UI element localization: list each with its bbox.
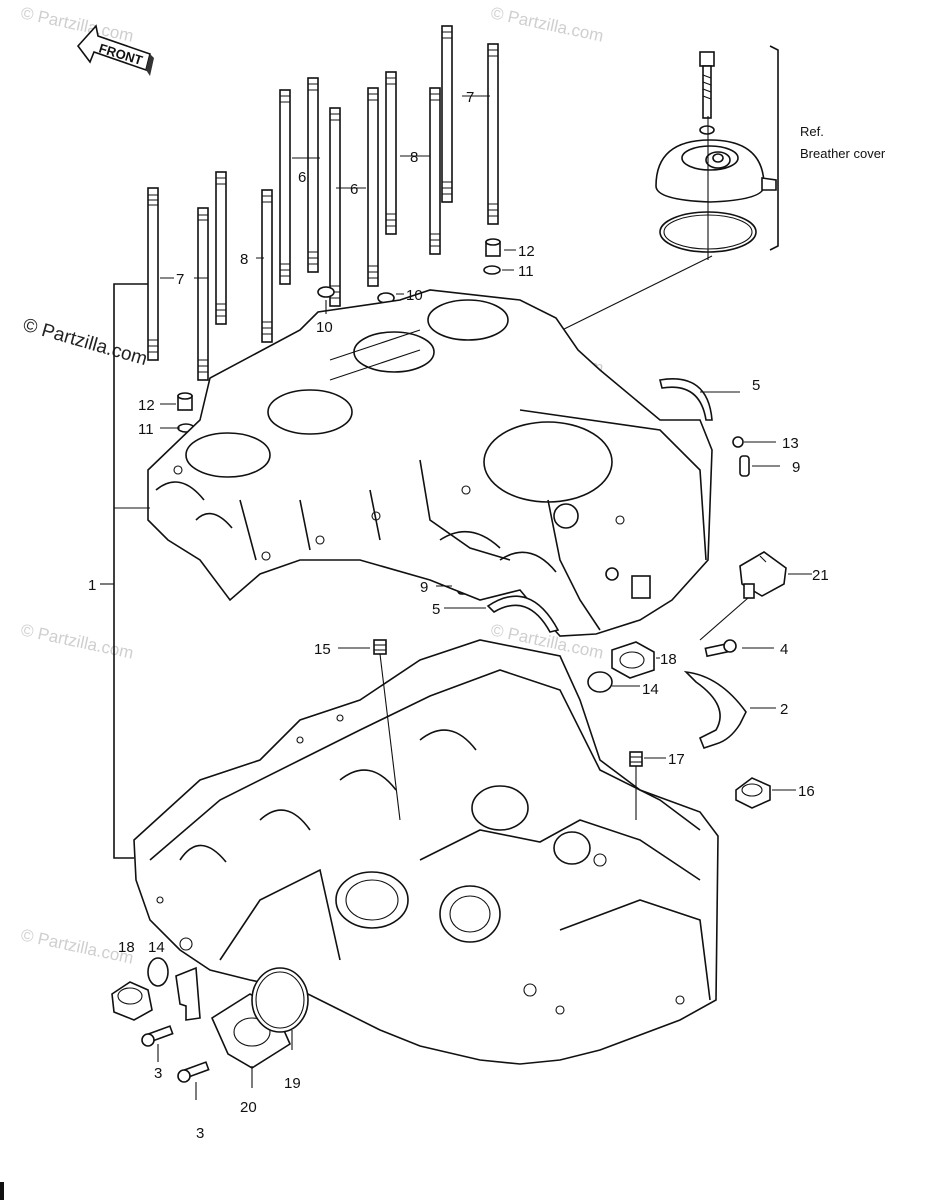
watermark: © Partzilla.com (19, 3, 135, 45)
callout-9: 9 (420, 579, 428, 596)
gasket-icon (251, 967, 309, 1033)
washer-icon (483, 265, 501, 275)
dowel-icon (177, 392, 193, 411)
oil-pressure-switch-icon (739, 551, 787, 599)
stud-icon (307, 77, 319, 273)
stud-icon (215, 171, 227, 325)
drain-plug-icon (111, 981, 153, 1021)
washer-icon (317, 286, 335, 298)
callout-16: 16 (798, 783, 815, 800)
stud-icon (329, 107, 341, 307)
stud-icon (261, 189, 273, 343)
drain-plug-icon (611, 641, 655, 679)
corner-mark (0, 1182, 4, 1200)
stud-icon (197, 207, 209, 381)
dowel-icon (485, 238, 501, 257)
callout-3: 3 (154, 1065, 162, 1082)
stud-icon (385, 71, 397, 235)
bearing-insert-icon (486, 595, 560, 633)
callout-8: 8 (410, 149, 418, 166)
callout-15: 15 (314, 641, 331, 658)
watermark-main: © Partzilla.com (21, 315, 150, 370)
bolt-icon (704, 639, 737, 658)
callout-21: 21 (812, 567, 829, 584)
dowel-pin-icon (739, 455, 750, 477)
stud-icon (147, 187, 159, 361)
stud-icon (429, 87, 441, 255)
callout-7: 7 (176, 271, 184, 288)
callout-13: 13 (782, 435, 799, 452)
callout-4: 4 (780, 641, 788, 658)
callout-1: 1 (88, 577, 96, 594)
callout-11: 11 (518, 263, 534, 280)
callout-18: 18 (660, 651, 677, 668)
callout-9: 9 (792, 459, 800, 476)
callout-labels: 7 7 6 6 8 8 12 12 11 11 10 10 5 5 13 9 9… (88, 89, 829, 1142)
callout-6: 6 (298, 169, 306, 186)
oil-cap-icon (735, 777, 771, 809)
callout-12: 12 (138, 397, 155, 414)
callout-6: 6 (350, 181, 358, 198)
leader-lines (100, 95, 812, 1100)
bolt-icon (141, 1025, 174, 1047)
o-ring-small-icon (732, 436, 744, 448)
callout-18: 18 (118, 939, 135, 956)
callout-7: 7 (466, 89, 474, 106)
callout-11: 11 (138, 421, 154, 438)
bolt-icon (177, 1061, 210, 1083)
callout-17: 17 (668, 751, 685, 768)
breather-plate-icon (683, 670, 747, 749)
o-ring-icon (147, 957, 169, 987)
stud-icon (367, 87, 379, 287)
plug-icon (629, 751, 643, 767)
reference-line2: Breather cover (800, 146, 886, 161)
callout-12: 12 (518, 243, 535, 260)
callout-10: 10 (316, 319, 333, 336)
bearing-insert-icon (659, 378, 713, 421)
stud-icon (441, 25, 453, 203)
o-ring-icon (587, 671, 613, 693)
breather-cover-reference: Ref. Breather cover (769, 45, 886, 251)
plug-icon (373, 639, 387, 655)
watermark: © Partzilla.com (489, 3, 605, 45)
reference-line1: Ref. (800, 124, 824, 139)
upper-crankcase-icon (147, 289, 713, 637)
callout-5: 5 (752, 377, 760, 394)
callout-20: 20 (240, 1099, 257, 1116)
callout-19: 19 (284, 1075, 301, 1092)
callout-8: 8 (240, 251, 248, 268)
breather-bolt-icon (699, 51, 715, 135)
breather-cover-icon (655, 139, 777, 203)
studs-group (147, 25, 499, 381)
stud-icon (279, 89, 291, 285)
stud-icon (487, 43, 499, 225)
callout-5: 5 (432, 601, 440, 618)
watermark: © Partzilla.com (19, 620, 135, 662)
lower-crankcase-icon (133, 639, 719, 1065)
callout-2: 2 (780, 701, 788, 718)
callout-14: 14 (148, 939, 165, 956)
callout-3: 3 (196, 1125, 204, 1142)
bracket-icon (175, 966, 201, 1021)
callout-14: 14 (642, 681, 659, 698)
callout-10: 10 (406, 287, 423, 304)
